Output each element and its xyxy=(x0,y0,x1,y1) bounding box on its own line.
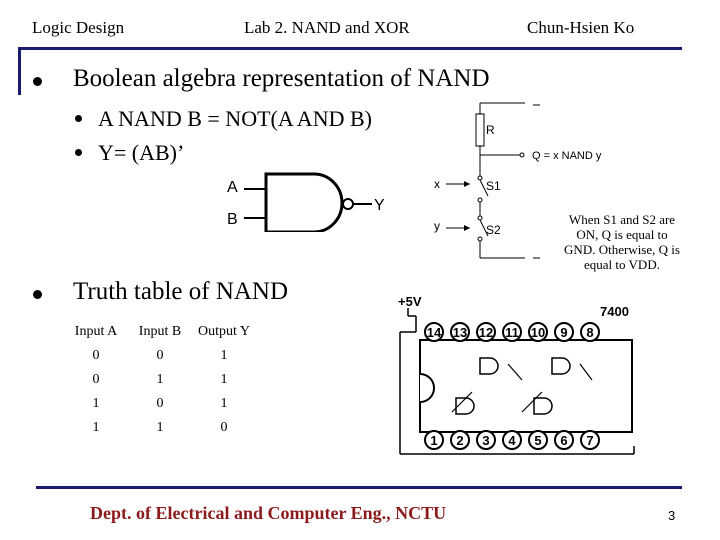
page-number: 3 xyxy=(668,508,676,523)
gate-output-label: Y xyxy=(374,197,384,214)
ic-pin xyxy=(450,430,470,450)
nand-definition: A NAND B = NOT(A AND B) xyxy=(98,106,372,131)
input-x-label: x xyxy=(434,177,440,191)
col-input-a: Input A xyxy=(74,324,118,339)
table-cell: 1 xyxy=(92,396,100,411)
table-cell: 1 xyxy=(156,372,164,387)
ic-pin-label: 4 xyxy=(508,433,516,448)
footer-rule xyxy=(36,486,682,489)
ic-pin xyxy=(424,322,444,342)
ic-pin xyxy=(528,430,548,450)
ic-pin xyxy=(580,322,600,342)
table-cell: 1 xyxy=(220,348,228,363)
switch-s1-label: S1 xyxy=(486,179,501,193)
table-cell: 0 xyxy=(156,396,164,411)
table-cell: 1 xyxy=(156,420,164,435)
ic-pin-label: 3 xyxy=(482,433,489,448)
header-rule xyxy=(18,47,682,50)
col-output-y: Output Y xyxy=(198,324,250,339)
ic-pin xyxy=(502,322,522,342)
switch-s2-label: S2 xyxy=(486,223,501,237)
ic-pin-label: 11 xyxy=(505,325,519,340)
gate-input-b-label: B xyxy=(227,211,238,228)
section-boolean-title: Boolean algebra representation of NAND xyxy=(73,65,490,92)
ic-pin-label: 12 xyxy=(479,325,493,340)
truth-table: Input A Input B Output Y 0 0 1 0 1 1 1 0… xyxy=(64,320,256,440)
output-q-label: Q = x NAND y xyxy=(532,150,602,162)
col-input-b: Input B xyxy=(138,324,182,339)
bullet xyxy=(33,77,42,86)
internal-gates xyxy=(451,357,593,415)
ic-pin-label: 14 xyxy=(427,325,442,340)
ic-pin-label: 5 xyxy=(534,433,541,448)
footer-department: Dept. of Electrical and Computer Eng., N… xyxy=(90,503,447,523)
table-row: 1 0 1 xyxy=(64,392,256,416)
ic-pin xyxy=(528,322,548,342)
bullet xyxy=(33,290,42,299)
ic-pin xyxy=(450,322,470,342)
input-y-label: y xyxy=(434,219,440,233)
header-course: Logic Design xyxy=(32,18,125,37)
bottom-pin-row: 1 2 3 4 5 6 7 xyxy=(424,430,600,450)
header-author: Chun-Hsien Ko xyxy=(527,18,635,37)
top-pin-row: 14 13 12 11 10 9 8 xyxy=(424,322,600,342)
ic-pin-label: 1 xyxy=(430,433,437,448)
ic-pin-label: 6 xyxy=(560,433,567,448)
gate-input-a-label: A xyxy=(227,179,238,196)
table-row: 0 0 1 xyxy=(64,344,256,368)
chip-part-label: 7400 xyxy=(600,304,629,319)
nand-switch-circuit: R Q = x NAND y x S1 y S2 xyxy=(434,102,602,259)
nand-gate-diagram: A B Y xyxy=(227,172,384,232)
ic-pin-label: 10 xyxy=(531,325,545,340)
ic-pin xyxy=(502,430,522,450)
table-row: 1 1 0 xyxy=(64,416,256,440)
table-cell: 0 xyxy=(92,348,100,363)
table-cell: 1 xyxy=(220,372,228,387)
ic-pin-label: 9 xyxy=(560,325,567,340)
table-cell: 0 xyxy=(220,420,228,435)
ic-pin-label: 13 xyxy=(453,325,467,340)
header-lab-title: Lab 2. NAND and XOR xyxy=(244,18,410,37)
ic-pin xyxy=(424,430,444,450)
table-cell: 0 xyxy=(92,372,100,387)
supply-label: +5V xyxy=(398,294,422,309)
table-header-row: Input A Input B Output Y xyxy=(64,320,256,344)
ic-pin-label: 8 xyxy=(586,325,593,340)
table-cell: 1 xyxy=(92,420,100,435)
sub-bullet xyxy=(75,115,82,122)
ic-pin xyxy=(580,430,600,450)
header-rule-stub xyxy=(18,47,21,95)
nand-expression: Y= (AB)’ xyxy=(98,140,185,165)
table-cell: 0 xyxy=(156,348,164,363)
resistor-label: R xyxy=(486,123,495,137)
ic-pin-label: 2 xyxy=(456,433,463,448)
ic-pin xyxy=(554,430,574,450)
table-row: 0 1 1 xyxy=(64,368,256,392)
section-truth-table-title: Truth table of NAND xyxy=(73,278,289,305)
ic-pin xyxy=(476,322,496,342)
ic-pin xyxy=(554,322,574,342)
ic-pin xyxy=(476,430,496,450)
sub-bullet xyxy=(75,149,82,156)
switch-behavior-note: When S1 and S2 are ON, Q is equal to GND… xyxy=(564,212,680,272)
ic-pin-label: 7 xyxy=(586,433,593,448)
table-cell: 1 xyxy=(220,396,228,411)
